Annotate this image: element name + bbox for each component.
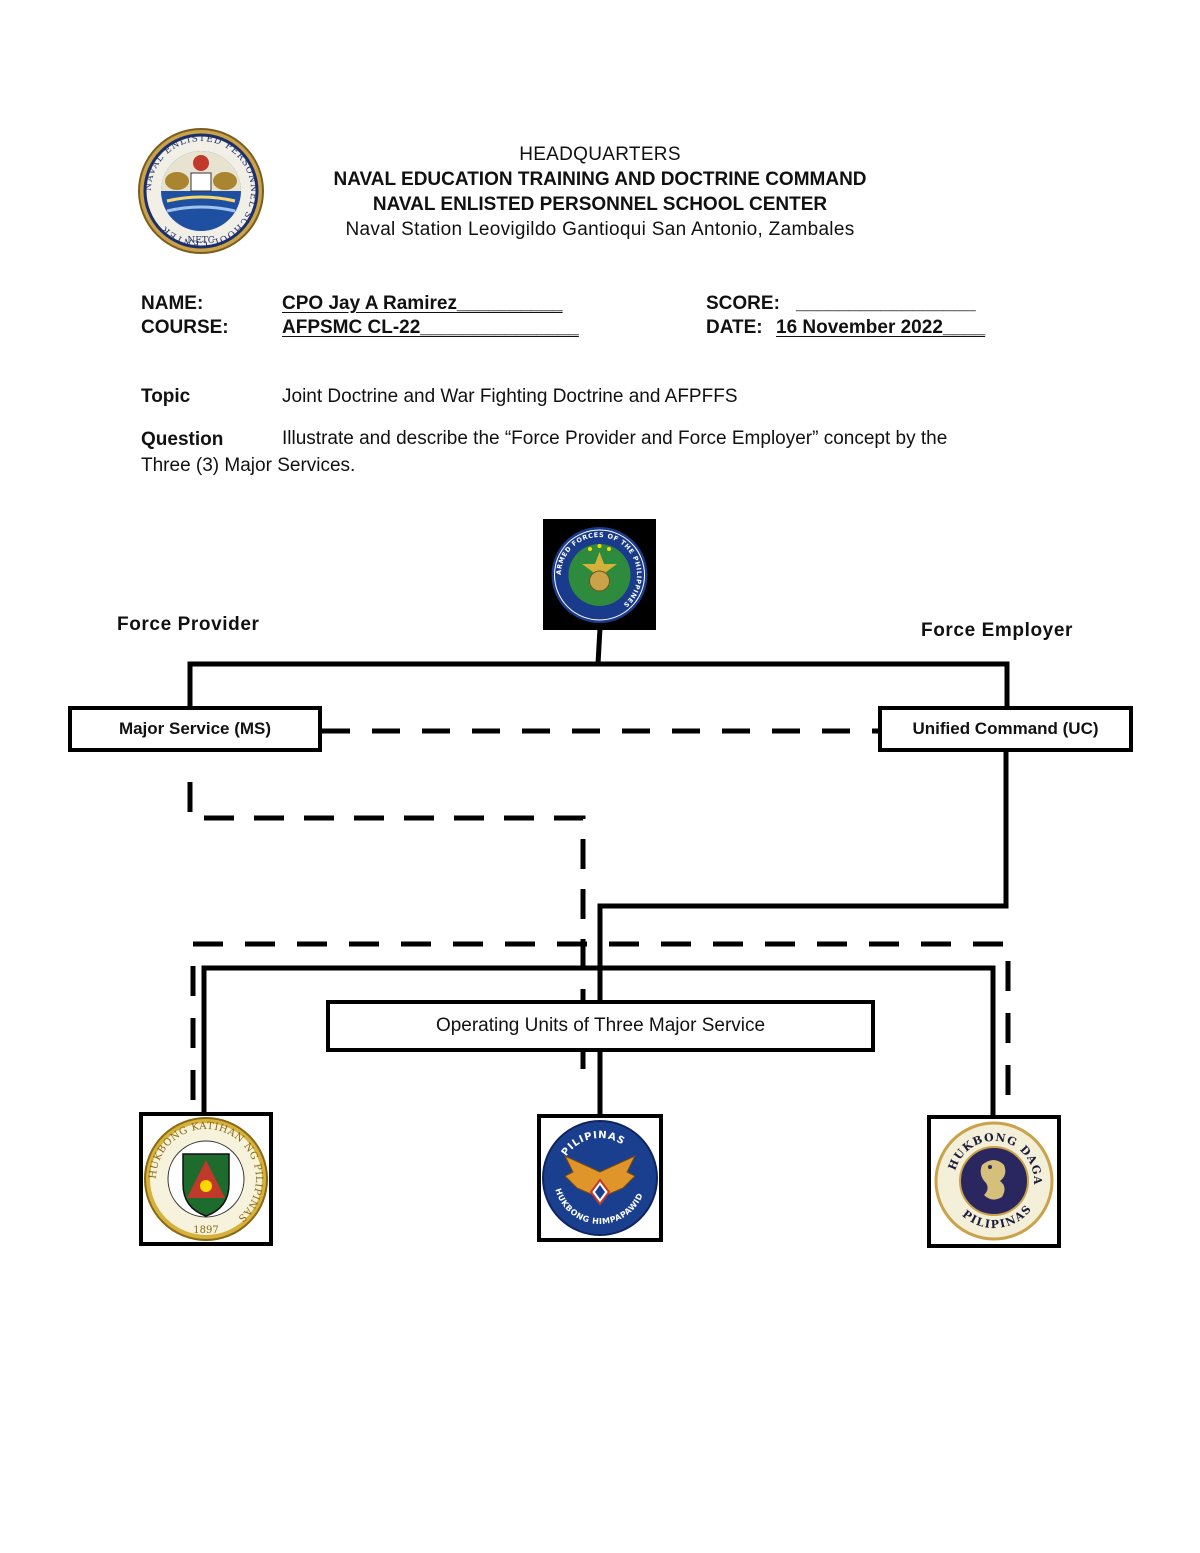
army-seal: HUKBONG KATIHAN NG PILIPINAS 1897: [139, 1112, 273, 1246]
force-provider-label: Force Provider: [117, 614, 260, 635]
topic-label: Topic: [141, 386, 191, 407]
air-force-seal: PILIPINAS HUKBONG HIMPAPAWID: [537, 1114, 663, 1242]
unified-command-box: Unified Command (UC): [878, 706, 1133, 752]
operating-units-label: Operating Units of Three Major Service: [435, 1015, 766, 1036]
major-service-box: Major Service (MS): [68, 706, 322, 752]
operating-units-box: Operating Units of Three Major Service: [326, 1000, 875, 1052]
question-text-continued: Three (3) Major Services.: [141, 455, 356, 476]
question-label: Question: [141, 429, 224, 450]
afp-seal: ARMED FORCES OF THE PHILIPPINES: [543, 519, 656, 630]
date-value: 16 November 2022____: [776, 317, 986, 338]
headquarters-line: HEADQUARTERS: [519, 144, 681, 165]
school-name: NAVAL ENLISTED PERSONNEL SCHOOL CENTER: [372, 194, 828, 215]
station-address: Naval Station Leovigildo Gantioqui San A…: [345, 219, 855, 240]
date-label: DATE:: [706, 317, 763, 338]
score-label: SCORE:: [706, 293, 780, 314]
netc-school-seal: NAVAL ENLISTED PERSONNEL SCHOOL CENTER N…: [138, 128, 264, 254]
course-label: COURSE:: [141, 317, 229, 338]
command-name: NAVAL EDUCATION TRAINING AND DOCTRINE CO…: [333, 169, 867, 190]
course-value: AFPSMC CL-22_______________: [282, 317, 579, 338]
name-value: CPO Jay A Ramirez__________: [282, 293, 563, 314]
force-employer-label: Force Employer: [921, 620, 1074, 641]
svg-text:1897: 1897: [193, 1225, 218, 1236]
letterhead: HEADQUARTERS NAVAL EDUCATION TRAINING AN…: [200, 142, 1000, 242]
question-text: Illustrate and describe the “Force Provi…: [282, 428, 948, 449]
topic-value: Joint Doctrine and War Fighting Doctrine…: [282, 386, 738, 407]
svg-text:NETC: NETC: [187, 236, 214, 246]
score-value: _________________: [796, 293, 976, 314]
major-service-label: Major Service (MS): [118, 719, 272, 738]
navy-seal: HUKBONG DAGAT PILIPINAS: [927, 1115, 1061, 1248]
name-label: NAME:: [141, 293, 204, 314]
unified-command-label: Unified Command (UC): [912, 719, 1099, 738]
